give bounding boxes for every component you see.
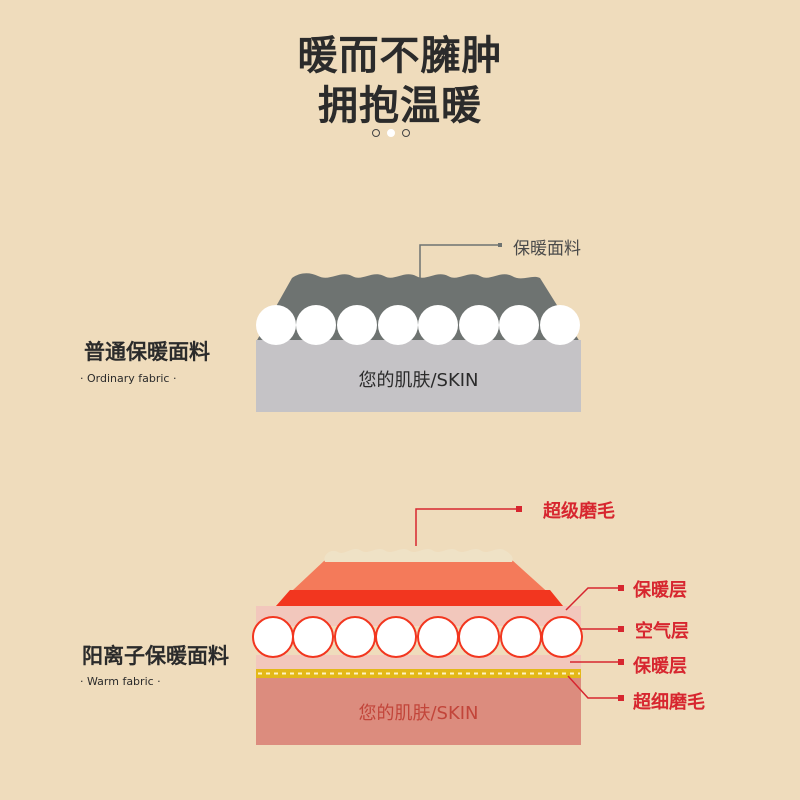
- callout-marker: [516, 506, 522, 512]
- fiber: [540, 305, 580, 345]
- fiber: [418, 305, 458, 345]
- fiber: [459, 617, 499, 657]
- fiber: [335, 617, 375, 657]
- warm-brushed-fleece: [324, 549, 512, 562]
- fiber: [296, 305, 336, 345]
- callout-bottom-brushed: 超细磨毛: [633, 688, 705, 714]
- fiber: [378, 305, 418, 345]
- ordinary-callout-marker: [498, 243, 502, 247]
- fiber: [293, 617, 333, 657]
- ordinary-callout-text: 保暖面料: [513, 234, 581, 259]
- ordinary-skin-label: 您的肌肤/SKIN: [256, 366, 581, 392]
- ordinary-callout-line: [420, 245, 500, 278]
- fiber: [418, 617, 458, 657]
- fiber: [501, 617, 541, 657]
- warm-red-band: [276, 590, 563, 606]
- fiber: [459, 305, 499, 345]
- callout-marker: [618, 695, 624, 701]
- callout-line-top-brushed: [416, 509, 518, 546]
- ordinary-fabric-sublabel: · Ordinary fabric ·: [80, 372, 176, 385]
- fiber: [256, 305, 296, 345]
- warm-fabric-label: 阳离子保暖面料: [82, 640, 229, 670]
- ordinary-fabric-label: 普通保暖面料: [84, 336, 210, 366]
- warm-fabric-sublabel: · Warm fabric ·: [80, 675, 161, 688]
- callout-top-brushed: 超级磨毛: [543, 497, 615, 523]
- warm-skin-label: 您的肌肤/SKIN: [256, 699, 581, 725]
- warm-layer-bottom: [256, 655, 581, 669]
- fiber: [253, 617, 293, 657]
- callout-warm-layer-top: 保暖层: [633, 576, 687, 602]
- callout-marker: [618, 585, 624, 591]
- callout-warm-layer-bottom: 保暖层: [633, 652, 687, 678]
- fiber: [499, 305, 539, 345]
- fiber: [337, 305, 377, 345]
- callout-marker: [618, 659, 624, 665]
- callout-air-layer: 空气层: [635, 617, 689, 643]
- fiber: [376, 617, 416, 657]
- callout-marker: [618, 626, 624, 632]
- fiber: [542, 617, 582, 657]
